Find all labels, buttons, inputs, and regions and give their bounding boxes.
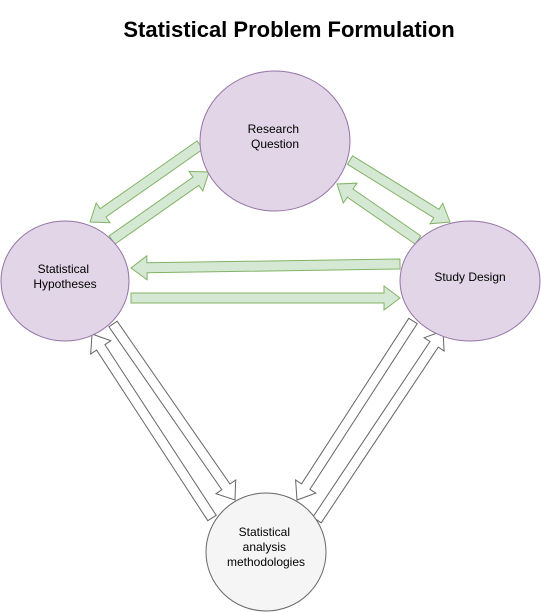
analysis-methodologies-label-line-1: Statistical xyxy=(239,525,290,539)
study-design-label-line-1: Study Design xyxy=(434,270,505,284)
arrow-design-to-research xyxy=(336,182,422,245)
arrow-hypotheses-to-methods xyxy=(108,320,237,501)
diagram-title: Statistical Problem Formulation xyxy=(123,17,454,42)
statistical-hypotheses-label: Statistical Hypotheses xyxy=(33,262,96,291)
arrows-layer xyxy=(89,140,451,524)
statistical-hypotheses-label-line-1: Statistical xyxy=(38,262,89,276)
analysis-methodologies-label: Statistical analysis methodologies xyxy=(227,525,305,569)
research-question-label-line-2: Question xyxy=(251,137,299,151)
arrow-hypotheses-to-research xyxy=(108,170,210,245)
arrow-hypotheses-to-design xyxy=(130,285,401,311)
research-question-label-line-1: Research xyxy=(248,122,299,136)
node-statistical-hypotheses[interactable]: Statistical Hypotheses xyxy=(0,220,130,342)
study-design-ellipse xyxy=(399,220,541,342)
arrow-design-to-methods xyxy=(295,317,418,501)
node-research-question[interactable]: Research Question xyxy=(199,70,351,212)
node-analysis-methodologies[interactable]: Statistical analysis methodologies xyxy=(205,492,327,612)
statistical-hypotheses-label-line-2: Hypotheses xyxy=(33,277,96,291)
arrow-methods-to-design xyxy=(312,330,445,524)
node-study-design[interactable]: Study Design xyxy=(399,220,541,342)
arrow-research-to-design xyxy=(346,155,451,225)
analysis-methodologies-label-line-2: analysis xyxy=(243,540,286,554)
arrow-design-to-hypotheses xyxy=(130,254,401,281)
research-question-ellipse xyxy=(199,70,351,212)
analysis-methodologies-label-line-3: methodologies xyxy=(227,555,305,569)
arrow-research-to-hypotheses xyxy=(89,140,204,224)
statistical-hypotheses-ellipse xyxy=(0,220,130,342)
study-design-label: Study Design xyxy=(434,270,505,284)
arrow-methods-to-hypotheses xyxy=(90,333,217,522)
research-question-label: Research Question xyxy=(248,122,303,151)
analysis-methodologies-ellipse xyxy=(205,492,327,612)
